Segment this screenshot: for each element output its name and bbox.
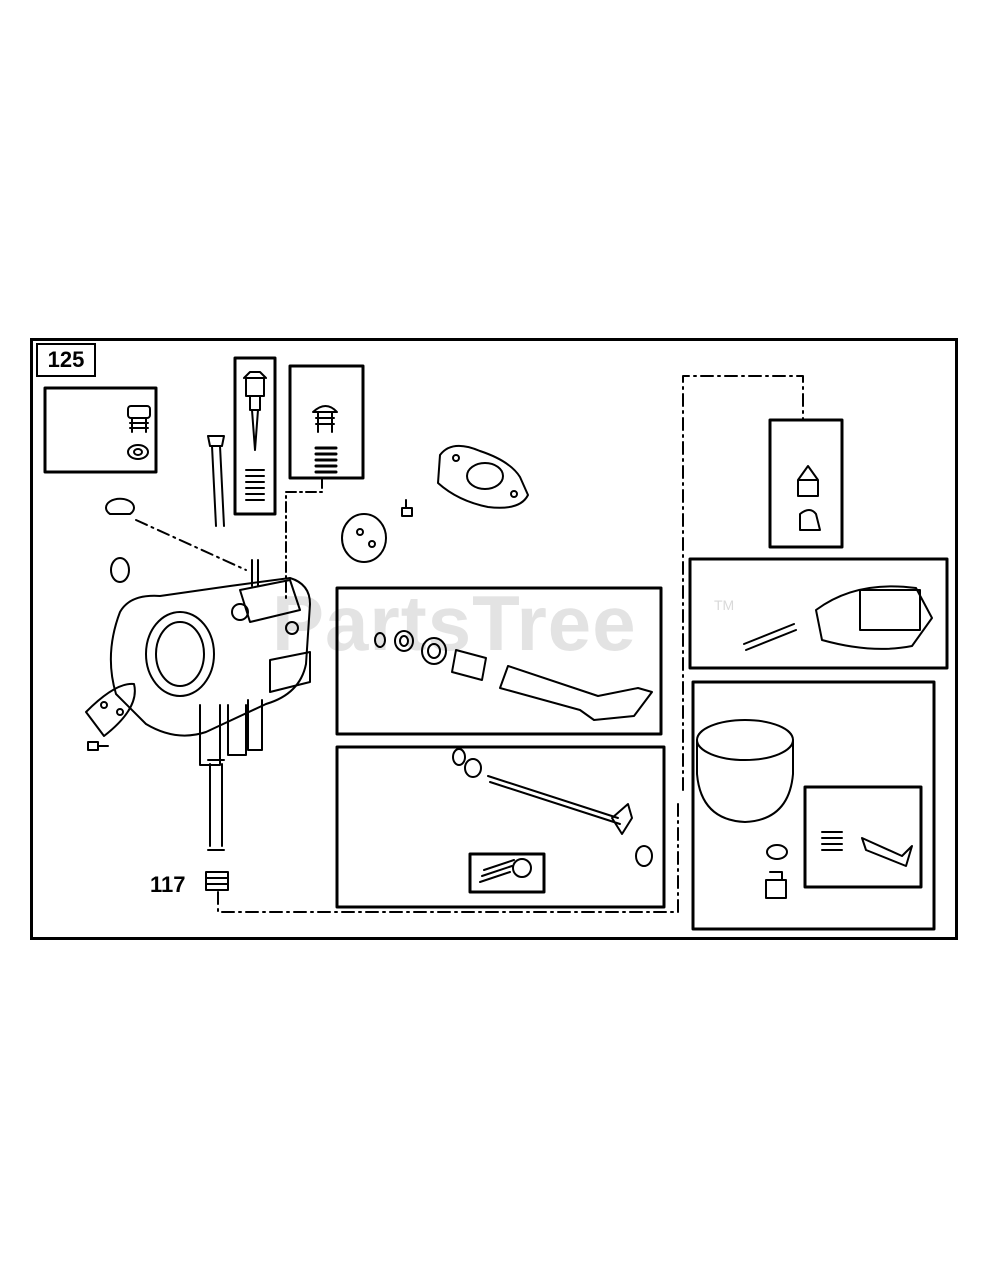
carburetor-body <box>109 559 311 766</box>
float-assembly-box <box>688 557 949 670</box>
reference-number-tag: 125 <box>36 343 96 377</box>
small-screw <box>401 499 413 517</box>
carb-gasket <box>437 444 529 509</box>
part-callout-label: 117 <box>150 872 186 897</box>
float-needle-box <box>768 418 844 549</box>
emulsion-tube <box>207 435 225 527</box>
throttle-plate <box>341 513 387 563</box>
o-ring <box>110 557 130 583</box>
throttle-shaft-kit-box <box>335 586 663 736</box>
main-jet-tube <box>207 759 225 851</box>
screw-icon <box>127 405 151 433</box>
needle-valve-kit-box <box>233 356 277 516</box>
float-bowl-box <box>691 680 936 931</box>
trademark-symbol: TM <box>714 597 735 613</box>
pilot-screw-box <box>288 364 365 480</box>
choke-shaft-kit-box <box>335 745 666 909</box>
welch-plug <box>105 497 135 515</box>
watermark-text: PartsTree <box>272 579 637 667</box>
bowl-nut <box>205 871 229 891</box>
screw-kit-box <box>43 386 158 474</box>
diagram-frame <box>30 338 958 940</box>
washer-icon <box>127 444 149 460</box>
plate-screw <box>87 741 109 751</box>
choke-plate <box>85 682 136 737</box>
